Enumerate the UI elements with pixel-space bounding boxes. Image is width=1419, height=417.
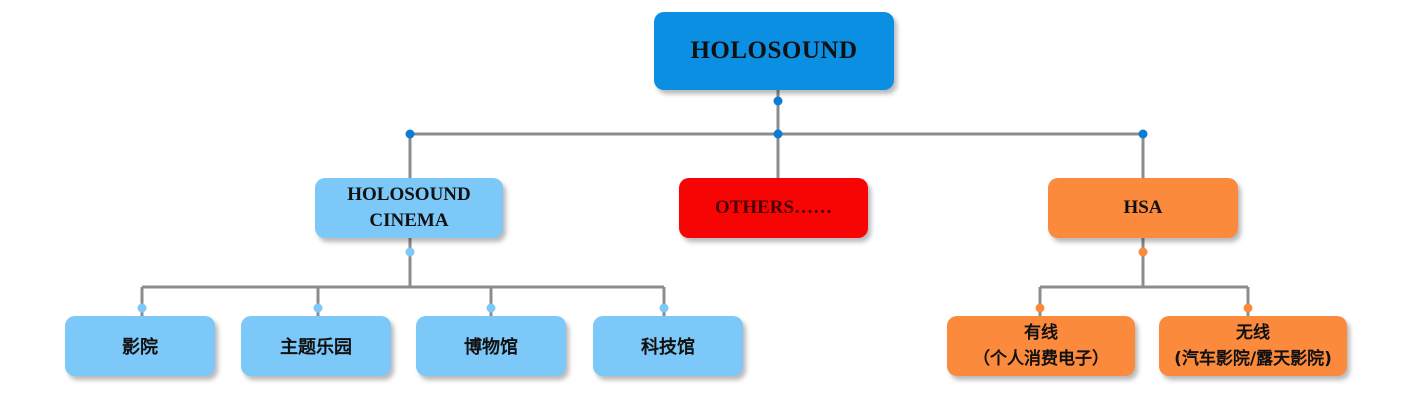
node-holosound-cinema: HOLOSOUND CINEMA	[315, 178, 503, 238]
hsa-child-line2: （个人消费电子）	[973, 349, 1109, 369]
cinema-child-label: 影院	[122, 337, 158, 358]
node-cinema-child: 影院	[65, 316, 215, 376]
node-cinema-child: 主题乐园	[241, 316, 391, 376]
node-others: OTHERS……	[679, 178, 868, 238]
cinema-child-label: 主题乐园	[280, 337, 352, 358]
others-label: OTHERS……	[714, 197, 833, 218]
connector-dots	[137, 96, 1253, 313]
cinema-child-label: 科技馆	[641, 337, 695, 358]
hsa-child-line1: 无线	[1236, 323, 1270, 343]
hsa-child-line2: (汽车影院/露天影院)	[1174, 349, 1332, 369]
node-cinema-child: 科技馆	[593, 316, 743, 376]
node-hsa-child-wired: 有线 （个人消费电子）	[947, 316, 1135, 376]
root-label: HOLOSOUND	[690, 37, 858, 64]
root-node-holosound: HOLOSOUND	[654, 12, 894, 90]
node-hsa: HSA	[1048, 178, 1238, 238]
cinema-label-line2: CINEMA	[369, 210, 449, 231]
cinema-label-line1: HOLOSOUND	[347, 184, 471, 205]
cinema-child-label: 博物馆	[464, 337, 518, 358]
node-hsa-child-wireless: 无线 (汽车影院/露天影院)	[1159, 316, 1347, 376]
hsa-child-line1: 有线	[1024, 323, 1058, 343]
node-cinema-child: 博物馆	[416, 316, 566, 376]
hsa-label: HSA	[1123, 197, 1163, 218]
